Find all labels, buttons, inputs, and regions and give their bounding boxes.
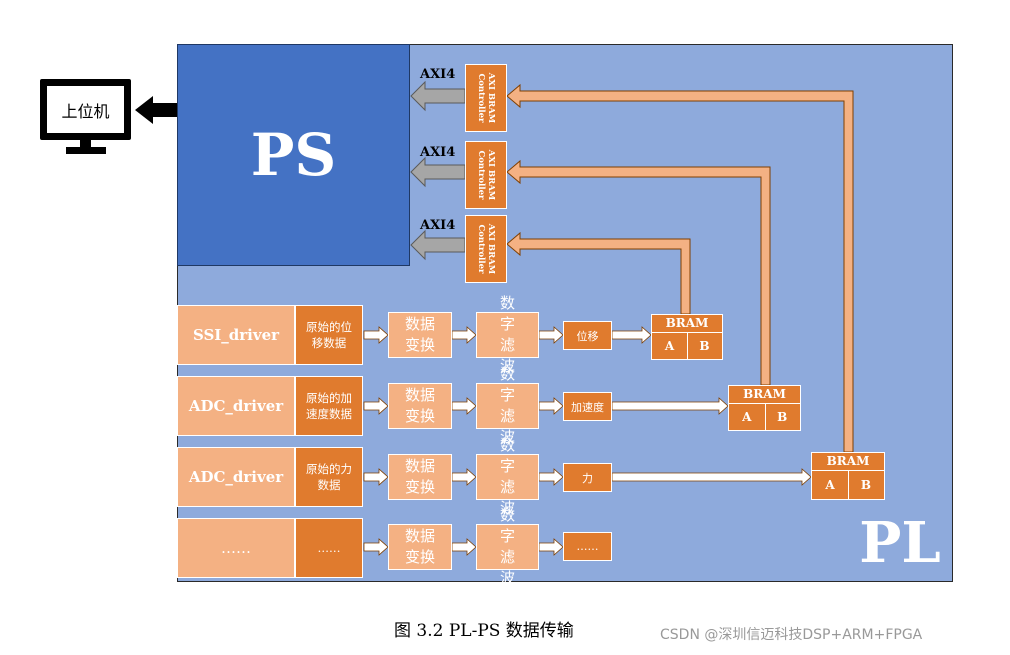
ps-to-host-arrow xyxy=(135,96,177,124)
bram-title: BRAM xyxy=(652,315,722,333)
signal-block: …… xyxy=(563,532,612,561)
host-label: 上位机 xyxy=(61,101,110,121)
controller-label: AXI BRAM Controller xyxy=(476,72,496,124)
raw-data-block: …… xyxy=(295,518,363,578)
raw-data-block: 原始的位移数据 xyxy=(295,305,363,365)
driver-block: ADC_driver xyxy=(177,447,295,507)
bram-block: BRAM A B xyxy=(651,314,723,360)
signal-block: 力 xyxy=(563,463,612,492)
watermark: CSDN @深圳信迈科技DSP+ARM+FPGA xyxy=(660,627,923,643)
driver-block: SSI_driver xyxy=(177,305,295,365)
raw-data-block: 原始的加速度数据 xyxy=(295,376,363,436)
bram-port-b: B xyxy=(860,477,872,492)
controller-label: AXI BRAM Controller xyxy=(476,223,496,275)
axi-bram-controller: AXI BRAM Controller xyxy=(465,141,507,209)
filter-block: 数字滤波 xyxy=(476,365,539,446)
bram-block: BRAM A B xyxy=(728,385,801,431)
filter-block: 数字滤波 xyxy=(476,436,539,517)
monitor-stand xyxy=(66,147,106,154)
filter-block: 数字滤波 xyxy=(476,506,539,587)
signal-block: 位移 xyxy=(563,321,612,350)
driver-block: …… xyxy=(177,518,295,578)
bram-port-b: B xyxy=(699,338,710,353)
axi4-label: AXI4 xyxy=(420,145,456,160)
axi-bram-controller: AXI BRAM Controller xyxy=(465,215,507,283)
convert-block: 数据变换 xyxy=(388,524,452,570)
axi4-label: AXI4 xyxy=(420,67,456,82)
bram-port-a: A xyxy=(729,403,766,430)
signal-block: 加速度 xyxy=(563,392,612,421)
axi4-label: AXI4 xyxy=(420,218,456,233)
axi-arrow xyxy=(410,80,466,261)
convert-block: 数据变换 xyxy=(388,383,452,429)
pl-label: PL xyxy=(859,510,941,576)
axi-bram-controller: AXI BRAM Controller xyxy=(465,64,507,132)
host-monitor-icon: 上位机 xyxy=(40,79,131,140)
convert-block: 数据变换 xyxy=(388,312,452,358)
controller-label: AXI BRAM Controller xyxy=(476,149,496,201)
monitor-neck xyxy=(80,139,91,149)
bram-block: BRAM A B xyxy=(811,452,885,500)
raw-data-block: 原始的力数据 xyxy=(295,447,363,507)
bram-return-paths xyxy=(506,83,854,453)
bram-port-a: A xyxy=(812,470,849,499)
bram-title: BRAM xyxy=(812,453,884,471)
convert-block: 数据变换 xyxy=(388,454,452,500)
figure-caption: 图 3.2 PL-PS 数据传输 xyxy=(394,621,574,641)
ps-label: PS xyxy=(250,121,337,189)
driver-block: ADC_driver xyxy=(177,376,295,436)
bram-port-b: B xyxy=(777,409,788,424)
bram-title: BRAM xyxy=(729,386,800,404)
filter-block: 数字滤波 xyxy=(476,294,539,375)
ps-block xyxy=(177,44,410,266)
bram-port-a: A xyxy=(652,332,688,359)
row-flow-arrows xyxy=(363,326,812,556)
